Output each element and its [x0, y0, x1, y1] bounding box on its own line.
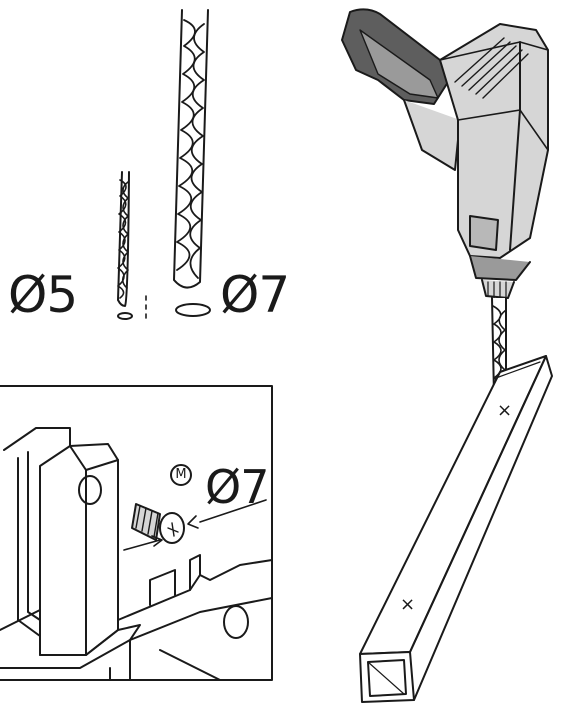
power-drill-icon	[341, 8, 549, 299]
diameter-label-large: Ø7	[220, 266, 290, 324]
screw-marker-label: M	[175, 467, 187, 482]
drill-bit-small-icon	[117, 171, 147, 320]
countersunk-screw-icon	[131, 503, 185, 544]
rail-hole-icon	[223, 605, 249, 639]
marker-circle	[170, 464, 192, 486]
diameter-label-small: Ø5	[8, 266, 78, 324]
square-tube-icon	[359, 355, 553, 703]
bracket-hole-icon	[78, 475, 102, 505]
diameter-label-inset: Ø7	[205, 460, 269, 514]
drill-mark-bottom: ×	[400, 594, 415, 615]
drill-mark-top: ×	[497, 400, 512, 421]
drill-bit-large-icon	[173, 9, 211, 317]
inset-detail	[0, 385, 273, 681]
